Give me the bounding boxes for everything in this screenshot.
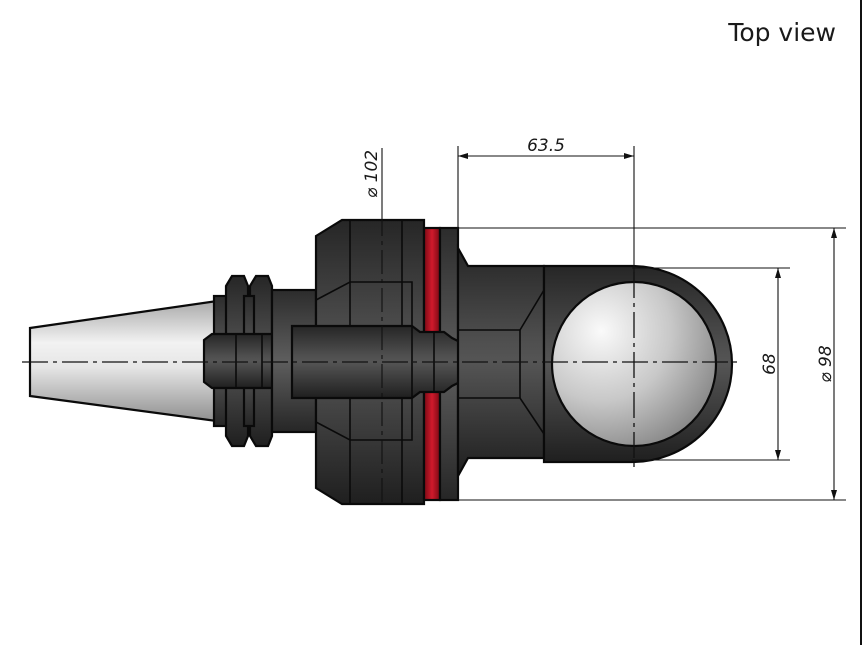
dimension-body-width: 68 bbox=[632, 267, 790, 461]
dimension-text-offset: 63.5 bbox=[527, 136, 565, 156]
dimension-text-diameter: ⌀ 98 bbox=[816, 345, 836, 382]
view-title: Top view bbox=[728, 18, 836, 47]
dimension-offset-length: 63.5 bbox=[457, 136, 635, 272]
dimension-flange-diameter: ⌀ 102 bbox=[362, 148, 383, 504]
taper-shank bbox=[28, 298, 226, 424]
dimension-text-flange: ⌀ 102 bbox=[362, 150, 382, 198]
dimension-body-diameter: ⌀ 98 bbox=[458, 227, 846, 501]
dimension-text-width: 68 bbox=[760, 353, 780, 375]
